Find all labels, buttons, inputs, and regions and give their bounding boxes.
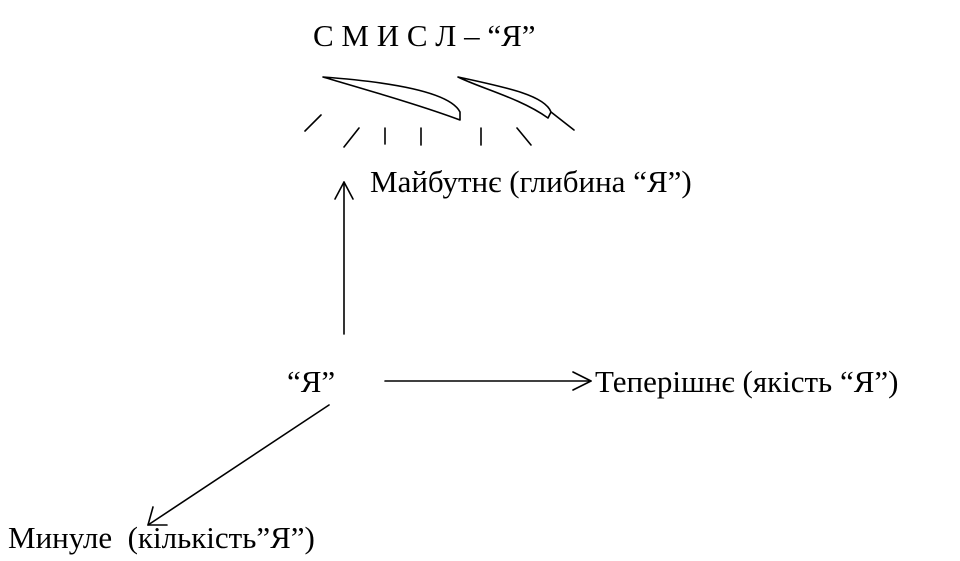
arrow-to-present-head <box>572 371 592 391</box>
leaf-shape-left <box>322 76 461 121</box>
diagram-title: С М И С Л – “Я” <box>313 18 536 53</box>
arrow-to-future-head <box>334 181 354 200</box>
leaf-shape-right <box>457 76 552 119</box>
leaf-tail-right <box>550 111 575 131</box>
present-label: Теперішнє (якість “Я”) <box>595 364 899 399</box>
future-label: Майбутнє (глибина “Я”) <box>370 164 692 199</box>
arrow-to-past <box>147 404 330 526</box>
past-label: Минуле (кількість”Я”) <box>8 520 315 555</box>
ray-dash <box>304 114 322 132</box>
ray-dash <box>343 127 360 148</box>
self-label: “Я” <box>287 364 336 399</box>
ray-dash <box>516 127 532 146</box>
arrow-to-past-head <box>147 506 168 526</box>
